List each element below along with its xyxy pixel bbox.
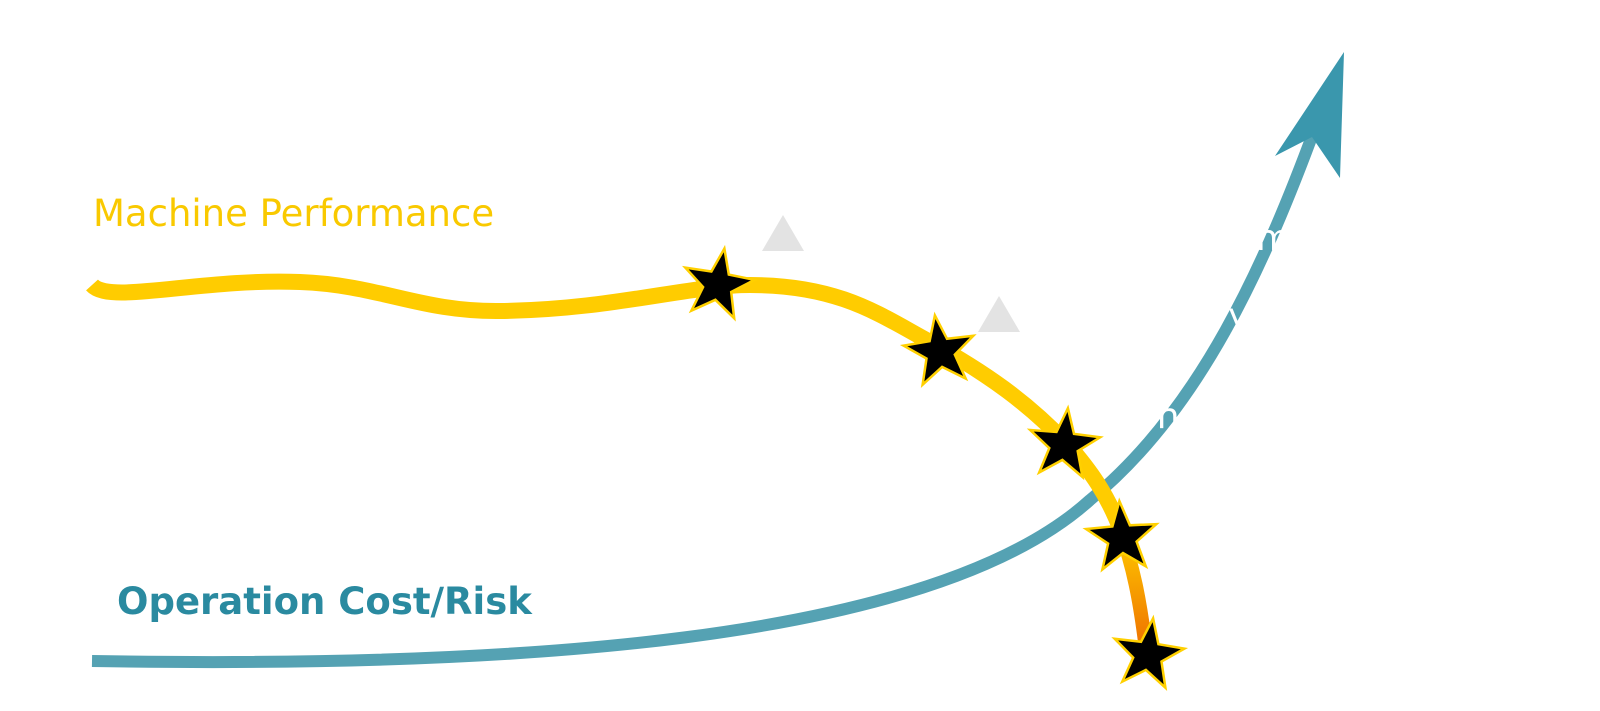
operation-cost-risk-label: Operation Cost/Risk: [117, 580, 532, 623]
star-icon: [1082, 497, 1160, 573]
cost-risk-curve: [91, 117, 1324, 669]
star-icon: [682, 244, 759, 322]
hidden-text-fragment: y: [1228, 296, 1250, 337]
arrow-head-icon: [1275, 52, 1344, 178]
star-icon: [1111, 614, 1189, 691]
hidden-text-fragment: sh: [1138, 396, 1180, 437]
triangle-icon: [762, 215, 804, 251]
machine-performance-label: Machine Performance: [93, 192, 495, 235]
hidden-text-fragment: m: [1256, 218, 1292, 259]
star-icon: [899, 311, 977, 388]
triangle-icon: [978, 296, 1020, 332]
performance-curve: [86, 273, 1130, 536]
star-icon: [1026, 404, 1104, 481]
